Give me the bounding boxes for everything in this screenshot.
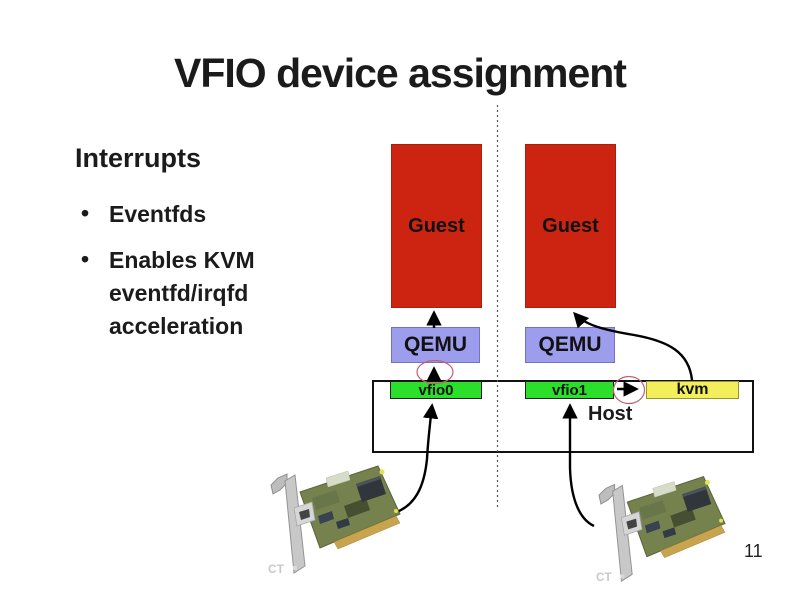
watermark-mark-icon [620, 574, 625, 579]
qemu-label: QEMU [538, 333, 602, 356]
slide-title: VFIO device assignment [174, 50, 627, 96]
bullet-icon: • [81, 200, 90, 226]
notes-list: • Eventfds • Enables KVM eventfd/irqfd a… [75, 198, 325, 343]
bullet-text: Enables KVM eventfd/irqfd acceleration [109, 247, 255, 339]
notes-block: Interrupts • Eventfds • Enables KVM even… [75, 143, 325, 356]
page-number: 11 [744, 541, 763, 561]
vfio0-label: vfio0 [418, 381, 454, 399]
guest-label: Guest [408, 214, 465, 237]
list-item: • Enables KVM eventfd/irqfd acceleration [75, 244, 324, 343]
bullet-icon: • [81, 246, 90, 272]
photo-watermark: CT [596, 571, 612, 584]
vfio1-box: vfio1 [525, 381, 614, 399]
guest-label: Guest [542, 214, 599, 237]
qemu-box-left: QEMU [391, 327, 480, 363]
list-item: • Eventfds [75, 198, 324, 231]
vfio1-label: vfio1 [551, 381, 587, 399]
vfio0-box: vfio0 [390, 381, 482, 399]
guest-box-right: Guest [525, 144, 616, 308]
pci-nic-photo-icon: CT [596, 476, 726, 584]
photo-watermark: CT [268, 562, 285, 576]
guest-box-left: Guest [391, 144, 482, 308]
kvm-box: kvm [646, 381, 739, 399]
kvm-label: kvm [676, 381, 709, 398]
qemu-label: QEMU [404, 333, 467, 356]
watermark-mark-icon [293, 566, 297, 570]
pci-nic-photo-icon: CT [268, 465, 401, 576]
qemu-box-right: QEMU [525, 327, 615, 363]
notes-heading: Interrupts [75, 143, 202, 173]
host-label: Host [588, 403, 633, 425]
bullet-text: Eventfds [109, 201, 207, 227]
